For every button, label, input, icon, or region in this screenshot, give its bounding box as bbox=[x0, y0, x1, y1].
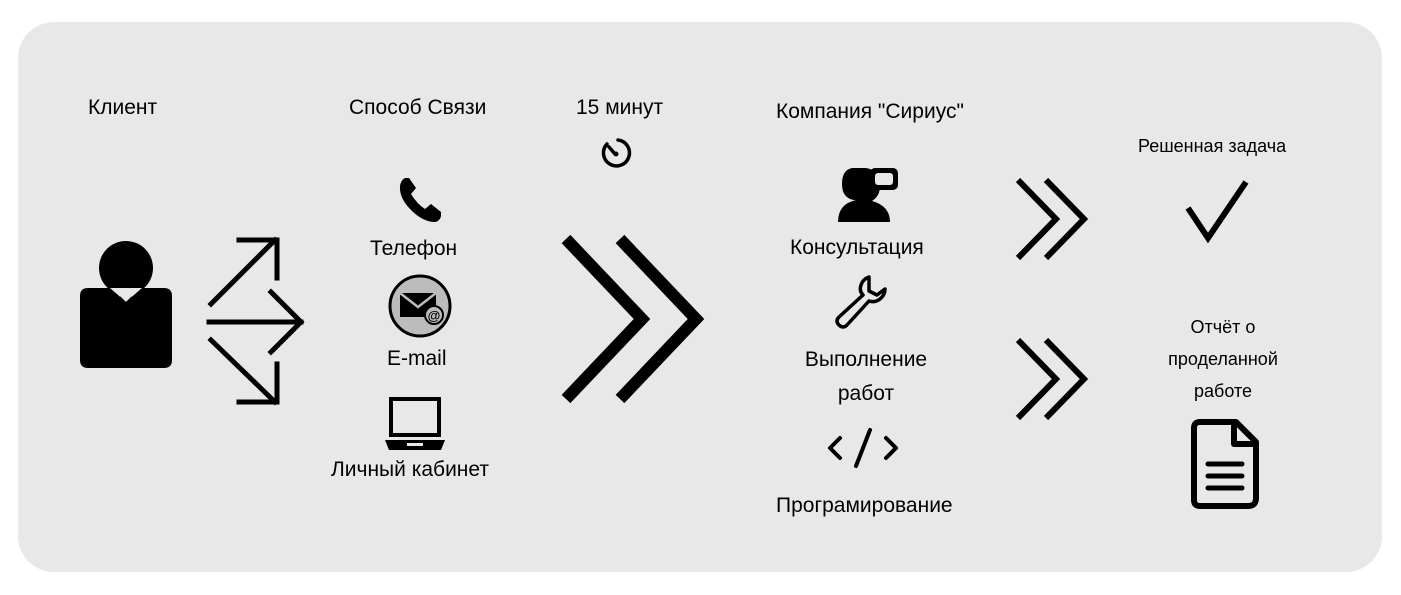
checkmark-icon bbox=[1185, 180, 1249, 244]
client-label: Клиент bbox=[88, 96, 158, 119]
solved-task-label: Решенная задача bbox=[1138, 136, 1287, 156]
user-icon bbox=[80, 241, 172, 368]
svg-text:@: @ bbox=[428, 308, 441, 323]
works-label-line-2: работ bbox=[837, 382, 895, 405]
branch-arrows-icon bbox=[206, 236, 305, 406]
report-label-line-2: проделанной bbox=[1168, 349, 1278, 369]
report-label-line-3: работе bbox=[1194, 381, 1252, 401]
consultant-icon bbox=[838, 168, 898, 222]
timer-icon bbox=[601, 138, 632, 168]
code-icon bbox=[828, 428, 898, 468]
document-icon bbox=[1191, 419, 1259, 509]
report-label-line-1: Отчёт о bbox=[1190, 317, 1256, 337]
phone-label: Телефон bbox=[370, 237, 458, 260]
large-chevron-icon bbox=[561, 234, 705, 404]
email-icon: @ bbox=[388, 274, 452, 338]
report-label: Отчёт о проделанной работе bbox=[1143, 316, 1303, 402]
chevron-icon bbox=[1015, 177, 1089, 261]
channels-title: Способ Связи bbox=[349, 96, 487, 119]
email-label: E-mail bbox=[387, 347, 447, 370]
wrench-icon bbox=[835, 275, 887, 329]
company-title: Компания "Сириус" bbox=[776, 100, 964, 123]
diagram-panel bbox=[18, 22, 1382, 572]
works-label-line-1: Выполнение bbox=[804, 348, 928, 371]
response-time-label: 15 минут bbox=[576, 96, 664, 119]
laptop-label: Личный кабинет bbox=[331, 458, 489, 481]
works-label: Выполнение работ bbox=[786, 348, 946, 406]
consultation-label: Консультация bbox=[790, 236, 924, 259]
laptop-icon bbox=[385, 397, 445, 450]
chevron-icon-2 bbox=[1015, 337, 1089, 421]
programming-label: Програмирование bbox=[776, 494, 953, 517]
phone-icon bbox=[399, 178, 441, 222]
